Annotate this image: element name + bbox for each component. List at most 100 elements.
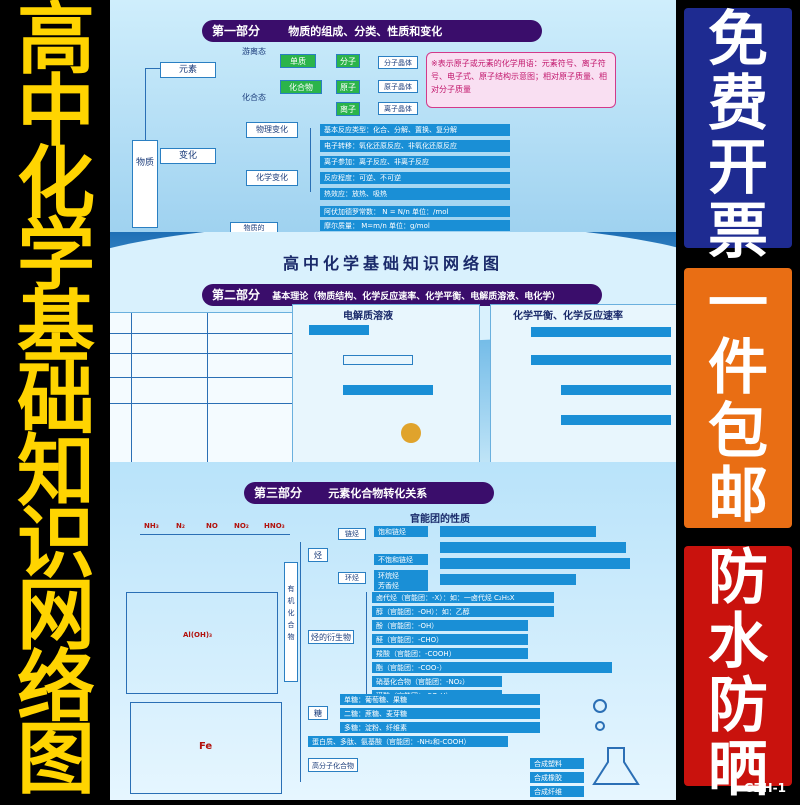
waterproof-badge: 防 水 防 晒 xyxy=(684,546,792,802)
amount-label-box: 物质的 xyxy=(230,222,278,232)
atomic-crystal-box: 原子晶体 xyxy=(378,80,418,93)
aluminum-cycle: Al(OH)₃ xyxy=(126,592,278,694)
compound-box: 化合物 xyxy=(280,80,322,94)
table-rule xyxy=(110,333,293,334)
derivative-item: 卤代烃（官能团：-X）：如：一卤代烃 C₂H₅X xyxy=(372,592,554,603)
molar-mass-formula: M=m/n 单位：g/mol xyxy=(361,222,430,230)
organic-compound-box: 有机化合物 xyxy=(284,562,298,682)
part2-panel: 高中化学基础知识网络图 第二部分 基本理论（物质结构、化学反应速率、化学平衡、电… xyxy=(110,232,676,462)
reaction-bar: 热效应：放热、吸热 xyxy=(320,188,510,200)
change-box: 变化 xyxy=(160,148,216,164)
nitrogen-species: NH₃ xyxy=(144,522,159,530)
chain-hydrocarbon-box: 链烃 xyxy=(338,528,366,540)
molar-mass-bar: 摩尔质量： M=m/n 单位：g/mol xyxy=(320,220,510,231)
aluminum-center: Al(OH)₃ xyxy=(183,631,213,639)
part1-panel: 第一部分 物质的组成、分类、性质和变化 物质 元素 游离态 化合态 单质 化合物… xyxy=(110,0,676,232)
iron-center: Fe xyxy=(199,741,213,752)
product-code: GZH-1 xyxy=(744,781,786,795)
badge-char: 邮 xyxy=(708,461,768,531)
derivative-item: 酚（官能团：-OH） xyxy=(372,620,528,631)
molecule-box: 分子 xyxy=(336,54,360,68)
part3-panel: 第三部分 元素化合物转化关系 NH₃ N₂ NO NO₂ HNO₃ Al(OH)… xyxy=(110,462,676,800)
part3-header: 第三部分 元素化合物转化关系 xyxy=(244,482,494,504)
free-state-label: 游离态 xyxy=(242,47,266,56)
ion-box: 离子 xyxy=(336,102,360,116)
title-char: 络 xyxy=(16,643,95,733)
hydrocarbon-type: 饱和链烃 xyxy=(374,526,428,537)
badge-char: 晒 xyxy=(708,735,768,805)
element-box: 元素 xyxy=(160,62,216,78)
protein-bar: 蛋白质、多肽、氨基酸（官能团：-NH₂和-COOH） xyxy=(308,736,508,747)
equilibrium-title: 化学平衡、化学反应速率 xyxy=(513,311,623,322)
part3-subtitle: 元素化合物转化关系 xyxy=(328,487,428,500)
promo-column: 免 费 开 票 一 件 包 邮 防 水 防 晒 xyxy=(676,0,800,802)
simple-substance-box: 单质 xyxy=(280,54,316,68)
concept-bar xyxy=(309,325,369,335)
title-char: 中 xyxy=(16,67,95,157)
ionic-crystal-box: 离子晶体 xyxy=(378,102,418,115)
sugar-box: 糖 xyxy=(308,706,328,720)
avogadro-label: 阿伏加德罗常数： xyxy=(324,208,380,216)
polymer-item: 合成橡胶 xyxy=(530,772,584,783)
title-char: 化 xyxy=(16,139,95,229)
equilibrium-panel: 化学平衡、化学反应速率 xyxy=(490,304,676,462)
badge-char: 票 xyxy=(708,197,768,267)
concept-bar xyxy=(531,355,671,365)
table-rule xyxy=(131,313,132,462)
structure-table xyxy=(110,312,294,462)
flask-icon xyxy=(592,699,640,785)
part3-heading: 第三部分 xyxy=(254,486,303,500)
connector xyxy=(145,68,161,69)
functional-groups-title: 官能团的性质 xyxy=(410,514,470,525)
free-shipping-badge: 一 件 包 邮 xyxy=(684,268,792,528)
electrolyte-panel: 电解质溶液 xyxy=(292,304,480,462)
concept-bar xyxy=(561,415,671,425)
concept-bar xyxy=(561,385,671,395)
avogadro-formula: N = N/n 单位：/mol xyxy=(382,208,449,216)
root-matter-box: 物质 xyxy=(132,140,158,228)
poster-main-title: 高中化学基础知识网络图 xyxy=(282,254,503,273)
sugar-item: 二糖：蔗糖、麦芽糖 xyxy=(340,708,540,719)
part1-subtitle: 物质的组成、分类、性质和变化 xyxy=(288,25,443,38)
polymer-item: 合成塑料 xyxy=(530,758,584,769)
hydrocarbon-box: 烃 xyxy=(308,548,328,562)
physical-change-box: 物理变化 xyxy=(246,122,298,138)
chemistry-terms-note: ※表示原子或元素的化学用语：元素符号、离子符号、电子式、原子结构示意图；相对原子… xyxy=(426,52,616,108)
table-rule xyxy=(110,353,293,354)
derivative-item: 醇（官能团：-OH）：如：乙醇 xyxy=(372,606,554,617)
reaction-bar: 离子参加：离子反应、非离子反应 xyxy=(320,156,510,168)
derivative-item: 硝基化合物（官能团：-NO₂） xyxy=(372,676,502,687)
title-char: 高 xyxy=(16,0,95,85)
badge-char: 开 xyxy=(708,133,768,203)
nitrogen-species: NO₂ xyxy=(234,522,249,530)
combined-state-label: 化合态 xyxy=(242,93,266,102)
molecular-crystal-box: 分子晶体 xyxy=(378,56,418,69)
table-rule xyxy=(207,313,208,462)
hydrocarbon-type: 不饱和链烃 xyxy=(374,554,428,565)
node-circle xyxy=(401,423,421,443)
hydrocarbon-type: 芳香烃 xyxy=(374,580,428,591)
derivative-item: 羧酸（官能团：-COOH） xyxy=(372,648,528,659)
polymer-item: 合成纤维 xyxy=(530,786,584,797)
concept-bar xyxy=(343,385,433,395)
part2-subtitle: 基本理论（物质结构、化学反应速率、化学平衡、电解质溶液、电化学） xyxy=(272,292,561,302)
derivative-item: 酯（官能团：-COO-） xyxy=(372,662,612,673)
derivative-item: 醛（官能团：-CHO） xyxy=(372,634,528,645)
main-vertical-title: 高 中 化 学 基 础 知 识 网 络 图 xyxy=(0,0,110,800)
reaction-bar: 反应程度：可逆、不可逆 xyxy=(320,172,510,184)
title-char: 网 xyxy=(16,571,95,661)
property-bar xyxy=(440,558,630,569)
poster-image: 第一部分 物质的组成、分类、性质和变化 物质 元素 游离态 化合态 单质 化合物… xyxy=(110,0,676,800)
badge-char: 件 xyxy=(708,333,768,403)
badge-char: 一 xyxy=(708,269,768,339)
title-char: 图 xyxy=(16,715,95,805)
reaction-bar: 电子转移：氧化还原反应、非氧化还原反应 xyxy=(320,140,510,152)
sugar-item: 单糖：葡萄糖、果糖 xyxy=(340,694,540,705)
atom-box: 原子 xyxy=(336,80,360,94)
part1-heading: 第一部分 xyxy=(212,24,261,38)
badge-char: 水 xyxy=(708,607,768,677)
reaction-bar: 基本反应类型：化合、分解、置换、复分解 xyxy=(320,124,510,136)
connector xyxy=(140,534,290,535)
badge-char: 包 xyxy=(708,397,768,467)
chemical-change-box: 化学变化 xyxy=(246,170,298,186)
